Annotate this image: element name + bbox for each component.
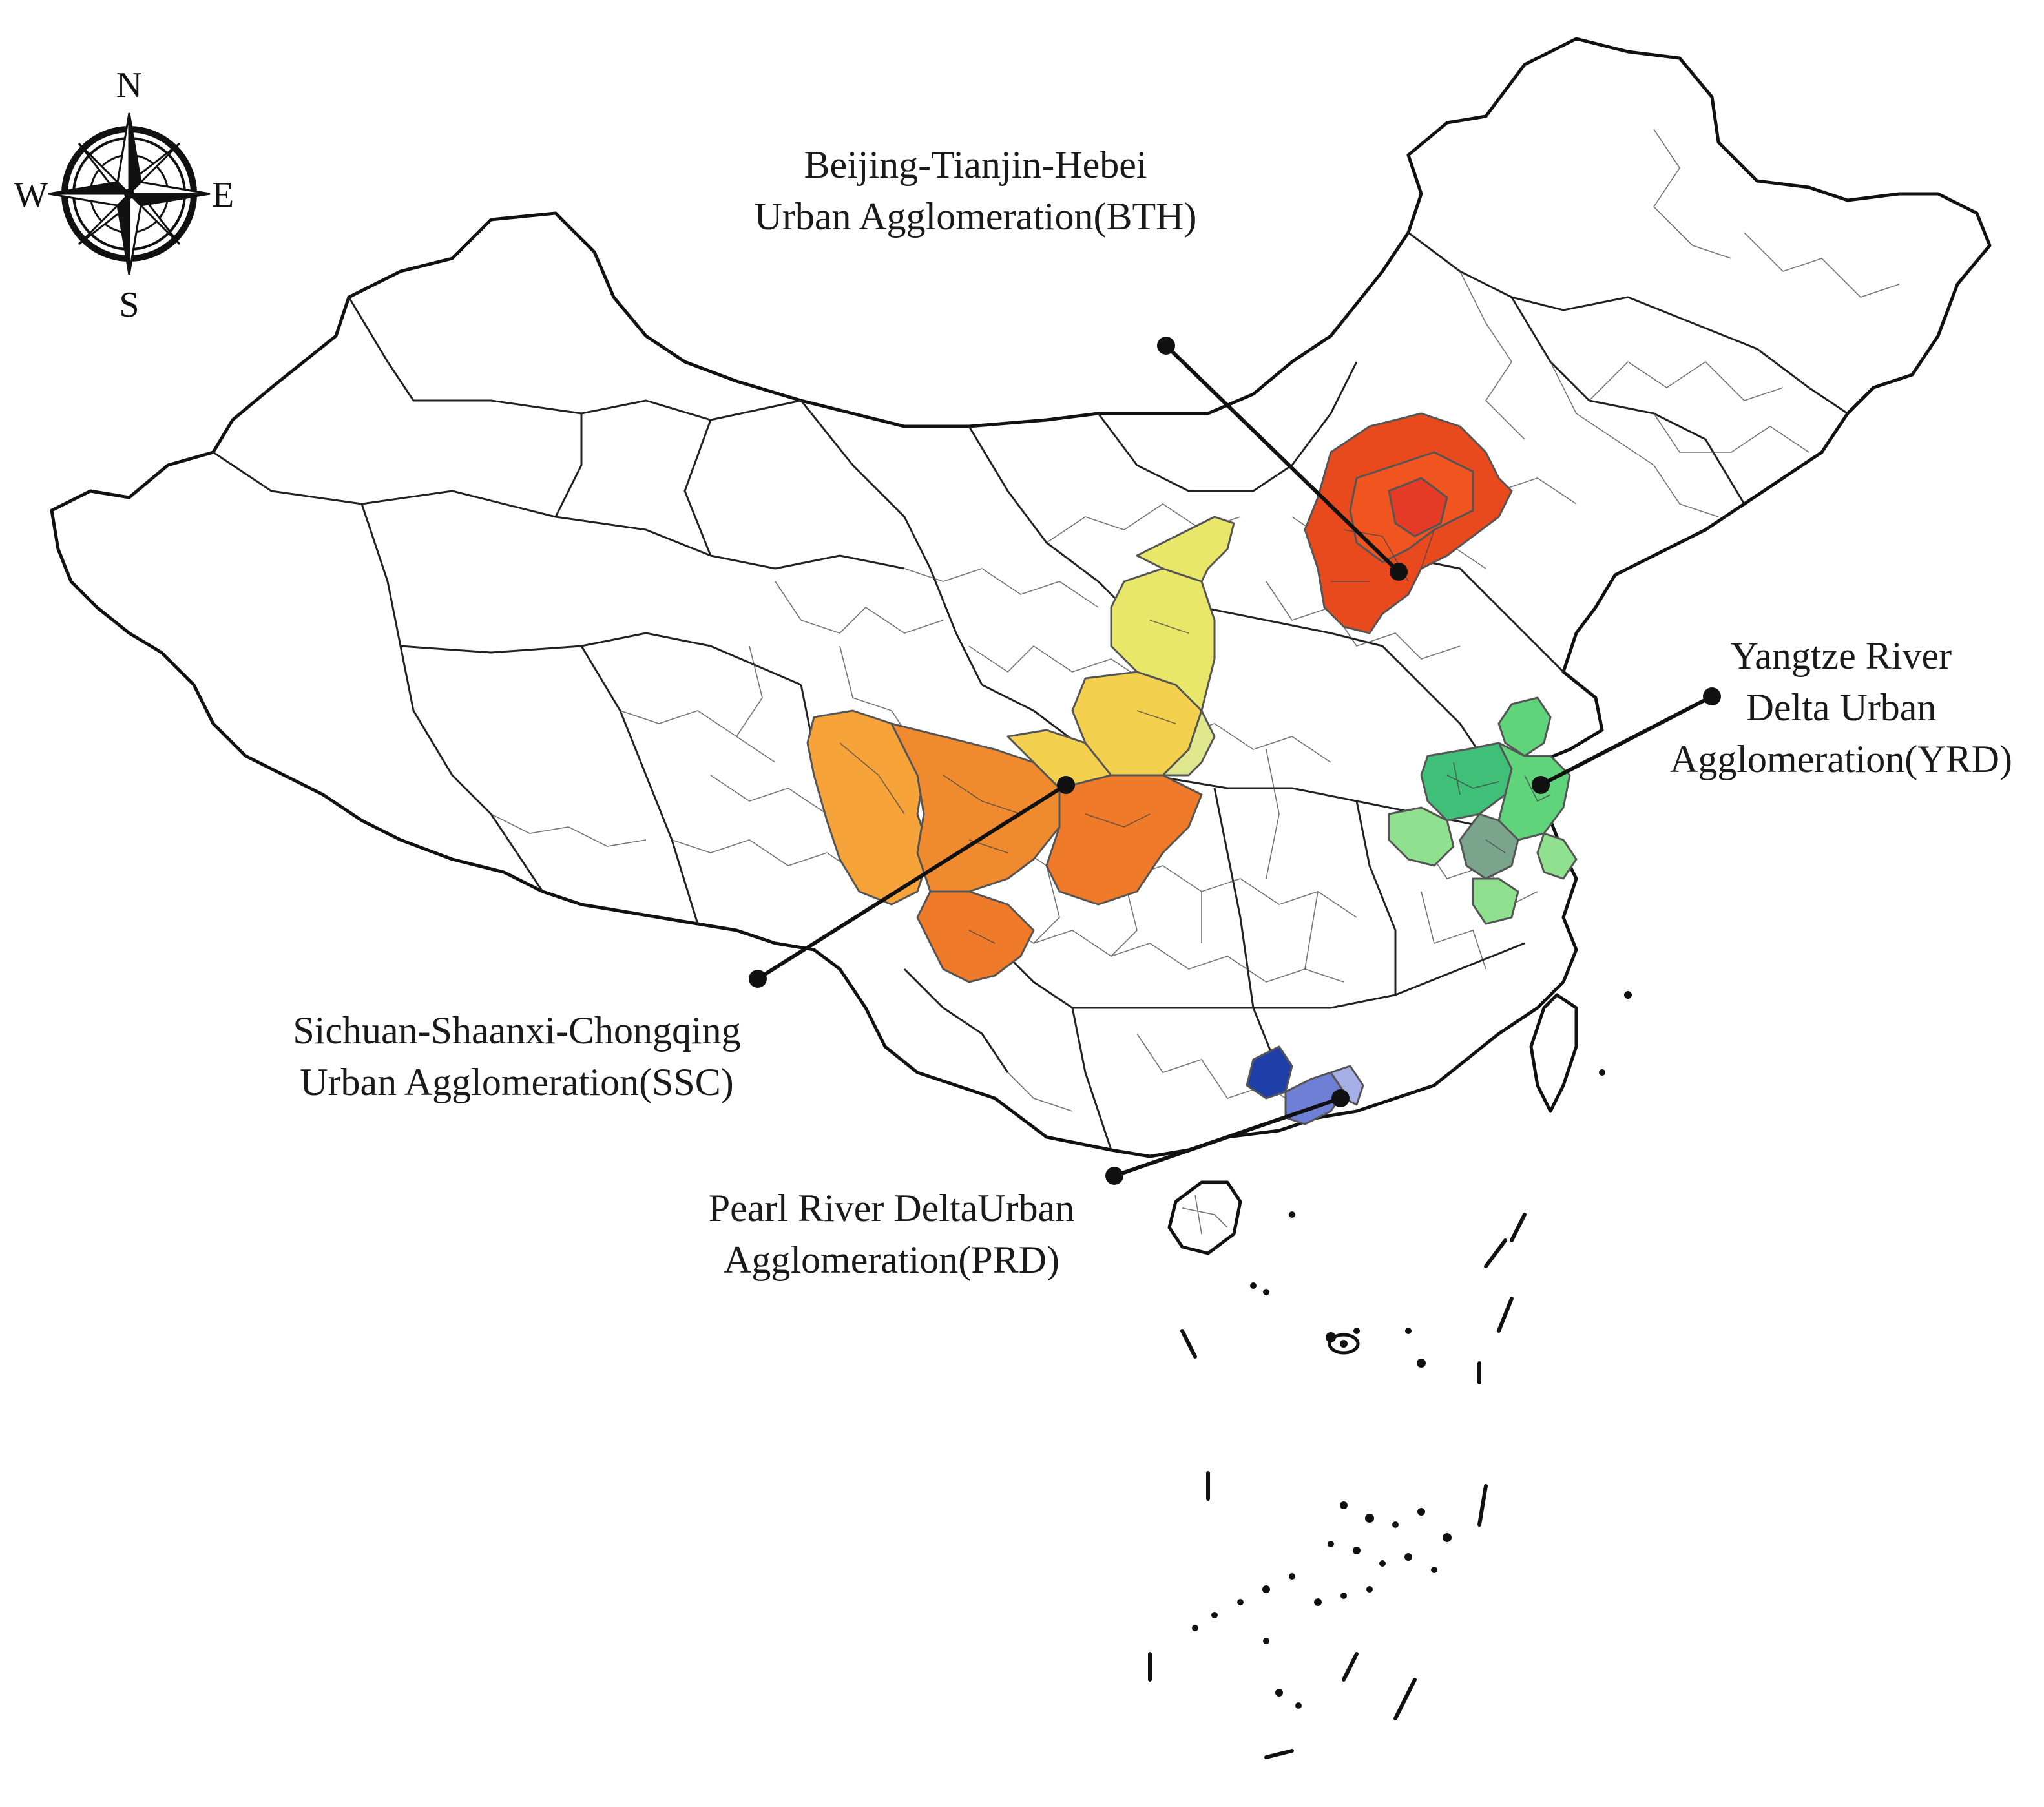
province-boundaries — [213, 231, 1848, 1151]
country-outline — [50, 37, 1992, 1158]
ssc-shaanxi-east — [1162, 709, 1216, 777]
islands — [1148, 991, 1632, 1759]
yrd-caption: Yangtze River Delta Urban Agglomeration(… — [1670, 634, 2012, 780]
yrd-region — [1388, 696, 1578, 925]
compass-north-label: N — [116, 65, 142, 105]
yrd-leader-dot-start — [1532, 776, 1550, 794]
ssc-sichuan-central — [890, 722, 1061, 893]
bth-leader-dot-end — [1157, 337, 1175, 355]
bth-region — [1304, 412, 1513, 634]
yrd-central-west — [1420, 742, 1513, 822]
ssc-sichuan-south — [916, 890, 1035, 983]
yrd-central — [1497, 742, 1571, 841]
yrd-caption-line3: Agglomeration(YRD) — [1670, 738, 2012, 780]
leader-lines — [749, 337, 1721, 1185]
yrd-west — [1388, 806, 1455, 867]
compass-rose-icon — [48, 112, 211, 275]
yrd-south — [1472, 877, 1519, 925]
ssc-shaanxi-north — [1136, 516, 1235, 583]
ssc-caption-line1: Sichuan-Shaanxi-Chongqing — [293, 1009, 740, 1052]
bth-caption-line2: Urban Agglomeration(BTH) — [755, 195, 1197, 238]
ssc-leader-line — [756, 783, 1067, 981]
prd-caption: Pearl River DeltaUrban Agglomeration(PRD… — [709, 1187, 1074, 1281]
compass-west-label: W — [14, 175, 48, 215]
ssc-caption: Sichuan-Shaanxi-Chongqing Urban Agglomer… — [293, 1009, 740, 1103]
hainan-island — [1167, 1180, 1242, 1255]
yrd-south-central — [1459, 813, 1519, 880]
ssc-leader-dot-end — [749, 970, 767, 988]
ssc-leader-dot-start — [1057, 776, 1075, 794]
yrd-leader-line — [1539, 695, 1713, 787]
prd-leader-line — [1114, 1096, 1341, 1178]
yrd-east — [1536, 832, 1578, 880]
bth-region-core — [1388, 477, 1448, 538]
yrd-caption-line1: Yangtze River — [1731, 634, 1952, 677]
bth-caption: Beijing-Tianjin-Hebei Urban Agglomeratio… — [755, 143, 1197, 238]
prd-caption-line1: Pearl River DeltaUrban — [709, 1187, 1074, 1229]
ssc-region — [806, 516, 1235, 983]
taiwan-island — [1529, 993, 1578, 1113]
prd-leader-dot-start — [1331, 1089, 1350, 1107]
yrd-caption-line2: Delta Urban — [1746, 686, 1937, 729]
bth-caption-line1: Beijing-Tianjin-Hebei — [804, 143, 1147, 186]
yrd-north — [1497, 696, 1552, 757]
prd-leader-dot-end — [1105, 1167, 1123, 1185]
ssc-caption-line2: Urban Agglomeration(SSC) — [300, 1061, 734, 1103]
bth-leader-line — [1164, 344, 1401, 574]
compass-south-label: S — [119, 285, 139, 325]
yrd-leader-dot-end — [1703, 687, 1721, 705]
prd-caption-line2: Agglomeration(PRD) — [724, 1238, 1059, 1281]
bth-leader-dot-start — [1390, 563, 1408, 581]
compass-east-label: E — [212, 175, 234, 215]
